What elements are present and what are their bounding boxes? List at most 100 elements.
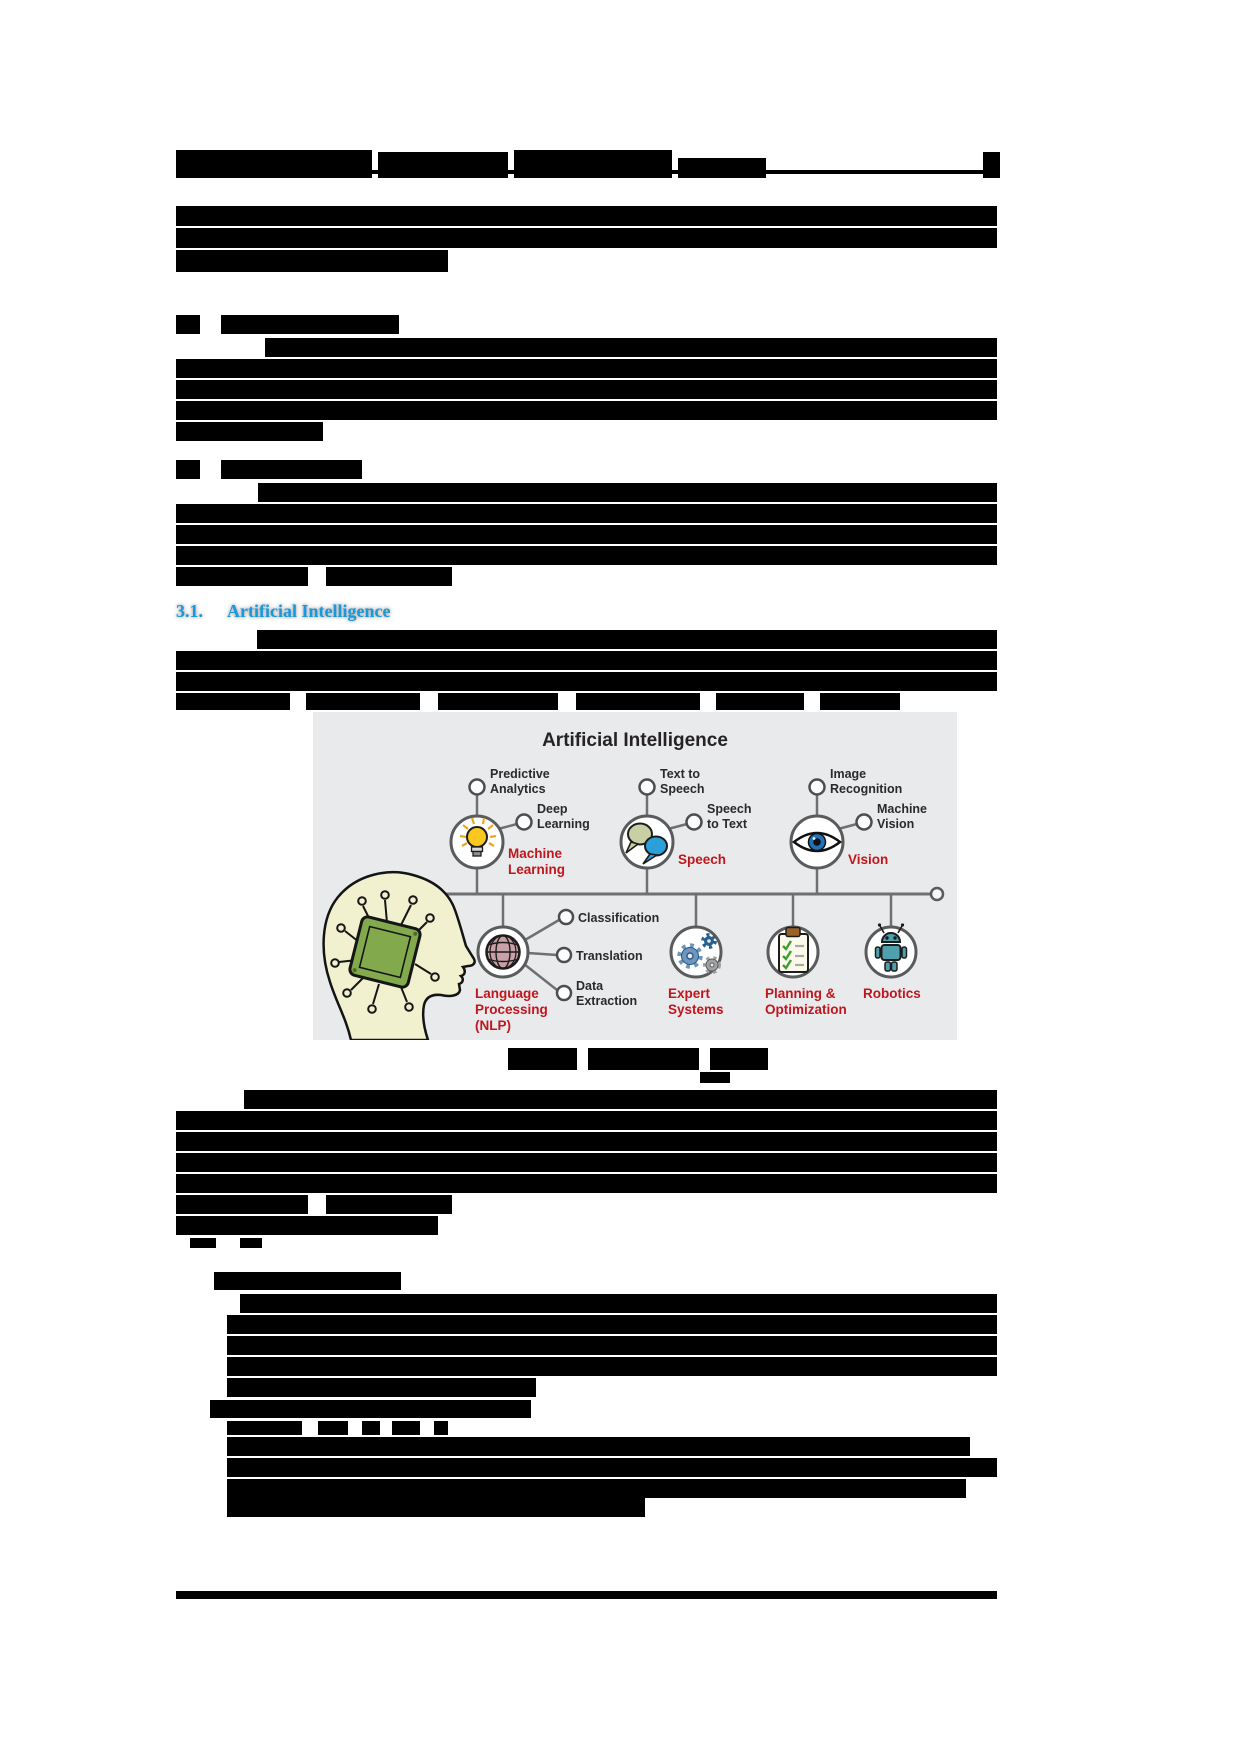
redacted-text — [983, 152, 1000, 178]
redacted-text — [227, 1336, 997, 1355]
node-label: Learning — [508, 862, 565, 877]
gears-icon — [677, 933, 721, 974]
redacted-text — [258, 483, 997, 502]
redacted-text — [240, 1294, 997, 1313]
ai-taxonomy-figure: Artificial Intelligence Predictive Analy… — [313, 712, 957, 1040]
leaf-label: Learning — [537, 817, 590, 831]
redacted-text — [176, 1111, 997, 1130]
node-label: (NLP) — [475, 1018, 511, 1033]
redacted-text — [265, 338, 997, 357]
redacted-text — [434, 1421, 448, 1435]
globe-icon — [485, 934, 521, 970]
redacted-text — [176, 460, 200, 479]
redacted-text — [176, 228, 997, 248]
redacted-text — [176, 250, 448, 272]
node-label: Processing — [475, 1002, 548, 1017]
leaf-label: to Text — [707, 817, 748, 831]
redacted-text — [326, 1195, 452, 1214]
redacted-text — [820, 693, 900, 710]
node-label: Planning & — [765, 986, 836, 1001]
redacted-text — [392, 1421, 420, 1435]
node-label: Language — [475, 986, 539, 1001]
redacted-text — [176, 672, 997, 691]
vision-node: Image Recognition Machine Vision Vision — [789, 767, 927, 870]
ai-figure-svg: Artificial Intelligence Predictive Analy… — [313, 712, 957, 1040]
leaf-label: Recognition — [830, 782, 902, 796]
leaf-label: Image — [830, 767, 866, 781]
leaf-label: Extraction — [576, 994, 637, 1008]
node-label: Machine — [508, 846, 563, 861]
redacted-text — [176, 1216, 438, 1235]
redacted-text — [176, 1153, 997, 1172]
redacted-text — [176, 315, 200, 334]
section-number: 3.1. — [176, 601, 203, 621]
redacted-text — [227, 1421, 302, 1435]
nlp-node: Classification Translation Data Extracti… — [475, 908, 659, 1033]
node-label: Robotics — [863, 986, 921, 1001]
leaf-label: Deep — [537, 802, 568, 816]
node-label: Vision — [848, 852, 888, 867]
leaf-label: Speech — [660, 782, 704, 796]
redacted-text — [257, 630, 997, 649]
leaf-label: Classification — [578, 911, 659, 925]
human-head-circuit-brain-icon — [322, 871, 476, 1040]
redacted-text — [176, 170, 997, 174]
redacted-text — [576, 693, 700, 710]
redacted-text — [176, 651, 997, 670]
redacted-text — [190, 1238, 216, 1248]
redacted-text — [176, 693, 290, 710]
redacted-text — [244, 1090, 997, 1109]
redacted-text — [176, 401, 997, 420]
redacted-text — [716, 693, 804, 710]
redacted-text — [318, 1421, 348, 1435]
trunk-end-circle — [929, 886, 945, 902]
machine-learning-node: Predictive Analytics Deep Learning — [449, 767, 590, 877]
redacted-text — [227, 1437, 970, 1456]
redacted-text — [176, 380, 997, 399]
node-label: Expert — [668, 986, 711, 1001]
redacted-text — [176, 567, 308, 586]
redacted-text — [227, 1458, 997, 1477]
leaf-label: Vision — [877, 817, 914, 831]
redacted-text — [700, 1072, 730, 1083]
circuit-nodes — [330, 890, 440, 1014]
redacted-text — [227, 1357, 997, 1376]
leaf-label: Analytics — [490, 782, 546, 796]
redacted-text — [227, 1315, 997, 1334]
redacted-text — [176, 525, 997, 544]
leaf-label: Translation — [576, 949, 643, 963]
leaf-label: Predictive — [490, 767, 550, 781]
redacted-text — [176, 1591, 997, 1599]
chip-icon — [348, 915, 422, 989]
redacted-text — [214, 1272, 401, 1290]
redacted-text — [176, 1174, 997, 1193]
planning-optimization-node: Planning & Optimization — [765, 925, 847, 1017]
redacted-text — [438, 693, 558, 710]
redacted-text — [176, 1195, 308, 1214]
redacted-text — [176, 206, 997, 226]
expert-systems-node: Expert Systems — [668, 925, 724, 1017]
redacted-text — [378, 152, 508, 178]
redacted-text — [362, 1421, 380, 1435]
redacted-text — [240, 1238, 262, 1248]
redacted-text — [326, 567, 452, 586]
speech-node: Text to Speech Speech to Text Speech — [619, 767, 751, 870]
speech-bubbles-icon — [625, 822, 668, 865]
redacted-text — [227, 1378, 536, 1397]
redacted-text — [176, 359, 997, 378]
redacted-text — [306, 693, 420, 710]
leaf-label: Text to — [660, 767, 700, 781]
lightbulb-icon — [459, 817, 497, 857]
section-heading-3-1: 3.1. Artificial Intelligence — [176, 601, 390, 622]
section-title: Artificial Intelligence — [227, 601, 391, 621]
node-label: Speech — [678, 852, 726, 867]
node-label: Optimization — [765, 1002, 847, 1017]
redacted-text — [710, 1048, 768, 1070]
leaf-label: Machine — [877, 802, 927, 816]
redacted-text — [221, 460, 362, 479]
robotics-node: Robotics — [863, 923, 921, 1001]
eye-icon — [791, 831, 843, 853]
redacted-text — [227, 1498, 645, 1517]
redacted-text — [176, 1132, 997, 1151]
